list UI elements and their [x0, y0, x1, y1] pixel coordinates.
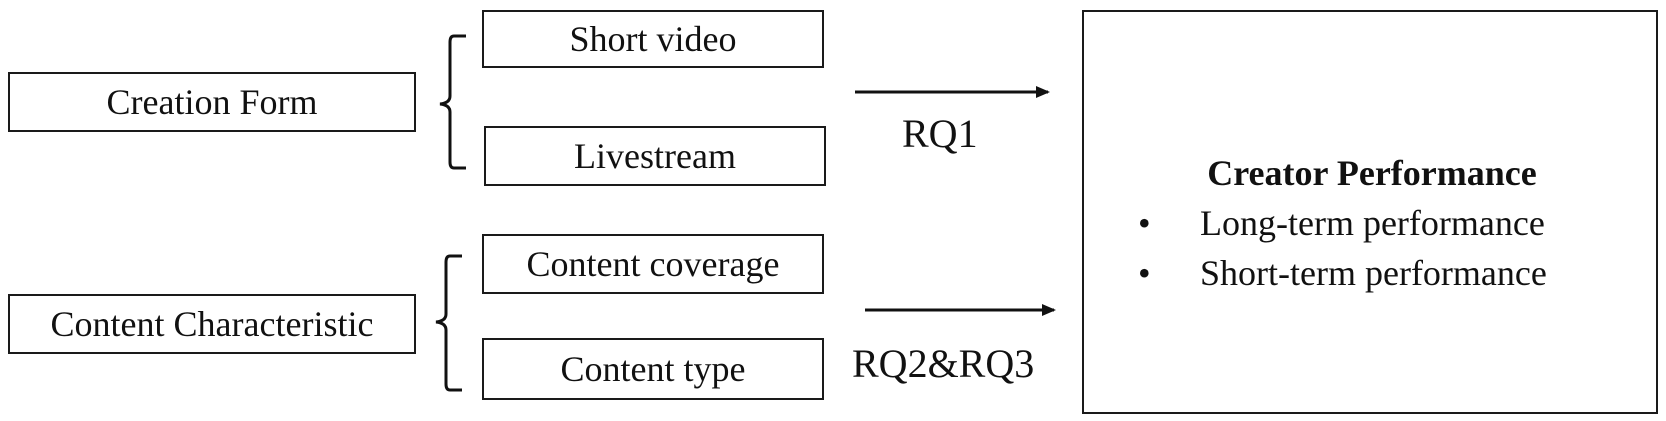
brace-creation-form: [439, 34, 466, 170]
content-type-label: Content type: [560, 349, 746, 389]
rq2-rq3-label: RQ2&RQ3: [852, 341, 1035, 386]
short-term-performance-label: Short-term performance: [1200, 253, 1547, 293]
creator-performance-box: Creator Performance • Long-term performa…: [1082, 10, 1658, 414]
creation-form-box: Creation Form: [8, 72, 416, 132]
content-coverage-box: Content coverage: [482, 234, 824, 294]
livestream-box: Livestream: [484, 126, 826, 186]
content-type-box: Content type: [482, 338, 824, 400]
short-video-box: Short video: [482, 10, 824, 68]
bullet-icon: •: [1138, 203, 1151, 243]
brace-content-characteristic: [435, 254, 462, 392]
creator-performance-title: Creator Performance: [1207, 153, 1537, 193]
content-characteristic-label: Content Characteristic: [50, 304, 374, 344]
long-term-performance-label: Long-term performance: [1200, 203, 1545, 243]
content-characteristic-box: Content Characteristic: [8, 294, 416, 354]
content-coverage-label: Content coverage: [526, 244, 780, 284]
creation-form-label: Creation Form: [106, 82, 318, 122]
rq1-label: RQ1: [902, 111, 978, 156]
bullet-icon: •: [1138, 253, 1151, 293]
livestream-label: Livestream: [574, 136, 736, 176]
short-video-label: Short video: [569, 19, 737, 59]
